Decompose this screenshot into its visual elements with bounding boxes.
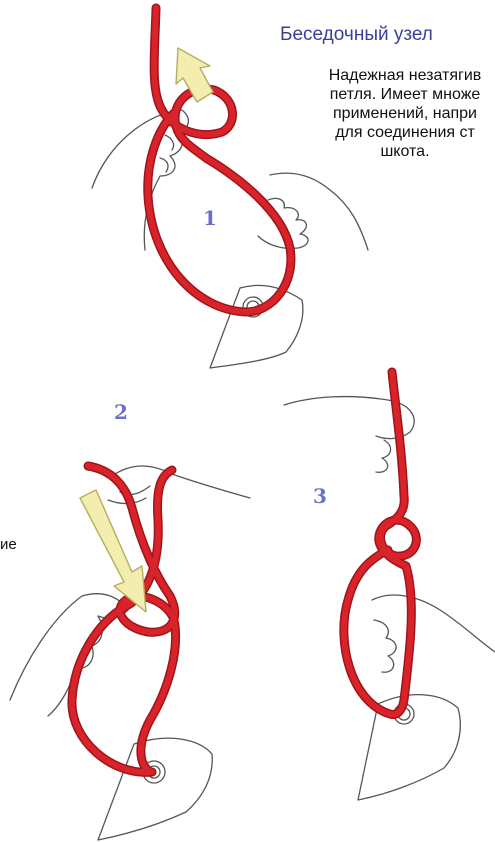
cropped-text-fragment: ие [0,536,17,553]
sail-1 [210,285,303,368]
diagram-description: Надежная незатягив петля. Имеет множе пр… [255,66,495,161]
diagram-title: Беседочный узел [280,24,433,46]
right-hand-3 [372,595,495,672]
step-number-2: 2 [114,400,128,424]
sail-2 [98,738,212,840]
step-number-1: 1 [203,206,217,230]
step-number-3: 3 [313,484,327,508]
